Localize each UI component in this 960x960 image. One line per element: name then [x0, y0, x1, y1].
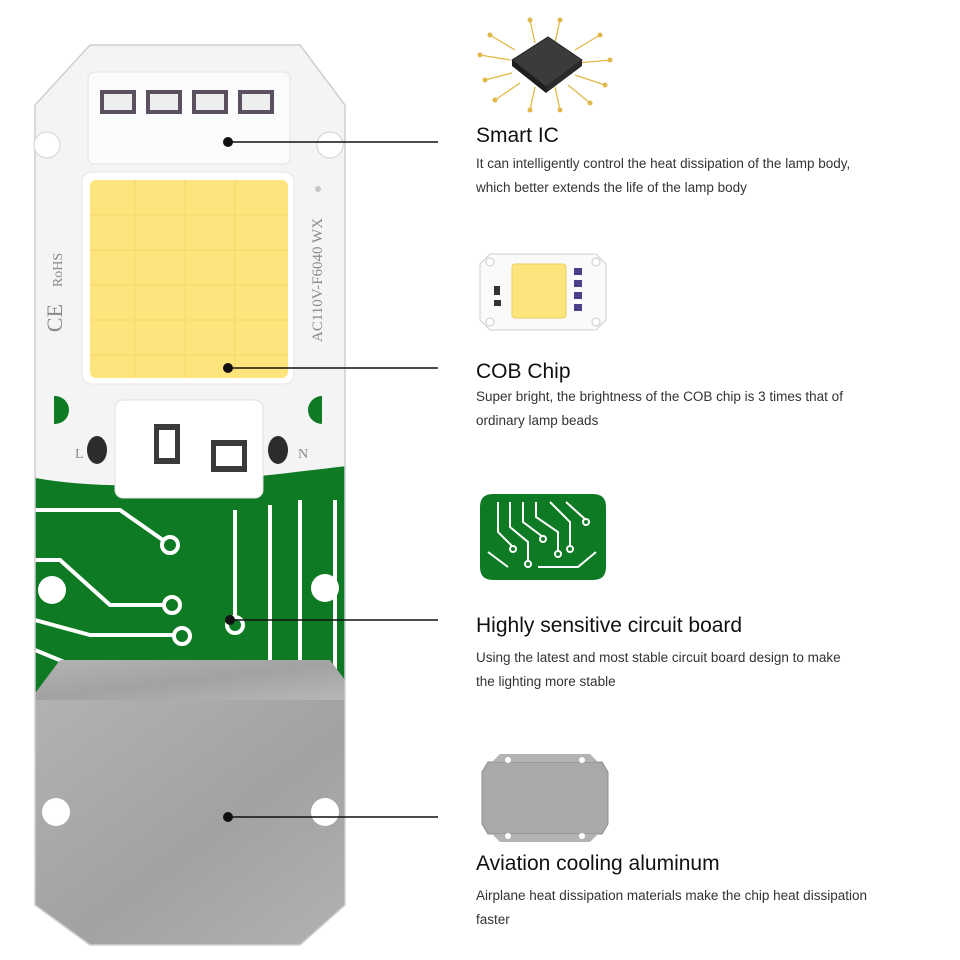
feature-desc-aluminum: Airplane heat dissipation materials make…: [476, 884, 946, 932]
terminal-n: [268, 436, 288, 464]
feature-title-circuit-board: Highly sensitive circuit board: [476, 614, 743, 637]
cob-module-icon: [479, 253, 607, 331]
feature-desc-line: which better extends the life of the lam…: [476, 180, 747, 195]
aluminum-plate: [35, 692, 345, 945]
smart-ic-block: [87, 71, 291, 165]
feature-desc-line: Super bright, the brightness of the COB …: [476, 389, 843, 404]
feature-desc-line: ordinary lamp beads: [476, 413, 599, 428]
model-text: AC110V-F6040 WX: [310, 218, 326, 342]
feature-title-cob-chip: COB Chip: [476, 360, 571, 383]
feature-desc-line: Using the latest and most stable circuit…: [476, 650, 841, 665]
terminal-l: [87, 436, 107, 464]
feature-desc-line: faster: [476, 912, 510, 927]
feature-desc-line: It can intelligently control the heat di…: [476, 156, 851, 171]
rohs-mark: RoHS: [51, 253, 66, 287]
aluminum-plate-icon: [481, 754, 609, 842]
feature-title-aluminum: Aviation cooling aluminum: [476, 852, 720, 875]
feature-desc-smart-ic: It can intelligently control the heat di…: [476, 152, 946, 200]
feature-desc-line: the lighting more stable: [476, 674, 616, 689]
feature-desc-circuit-board: Using the latest and most stable circuit…: [476, 646, 946, 694]
terminal-n-label: N: [298, 447, 308, 462]
ce-mark: CE: [42, 304, 67, 332]
driver-block: [114, 399, 264, 499]
feature-desc-cob-chip: Super bright, the brightness of the COB …: [476, 385, 946, 433]
circuit-board-icon: [480, 494, 606, 580]
terminal-l-label: L: [75, 447, 84, 462]
feature-desc-line: Airplane heat dissipation materials make…: [476, 888, 867, 903]
ic-chip-icon: [477, 17, 613, 113]
feature-title-smart-ic: Smart IC: [476, 124, 559, 147]
